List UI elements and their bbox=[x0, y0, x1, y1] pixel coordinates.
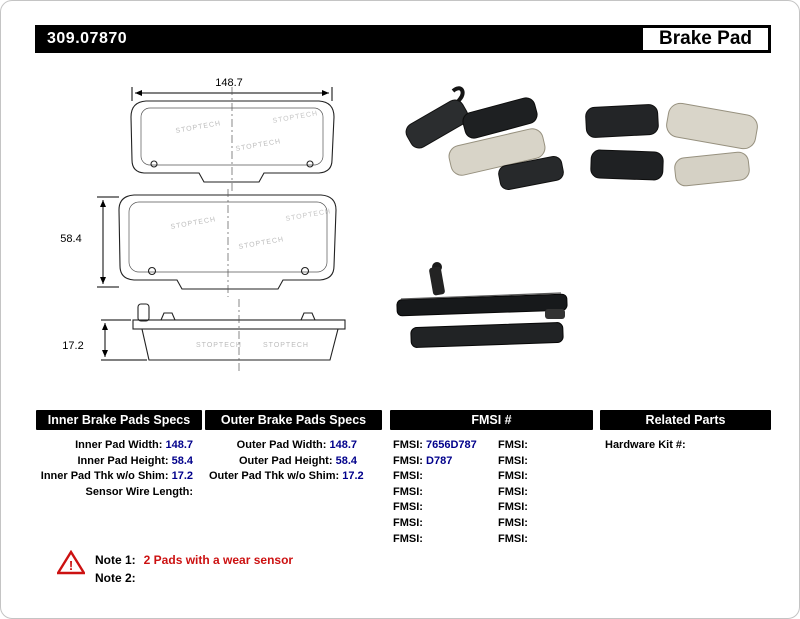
fmsi-label: FMSI: bbox=[393, 532, 423, 545]
brand-watermark: STOPTECH bbox=[235, 138, 282, 153]
fmsi-label: FMSI: bbox=[393, 470, 423, 483]
spec-value: 17.2 bbox=[342, 470, 364, 483]
fmsi-value: D787 bbox=[426, 454, 453, 467]
brand-watermark: STOPTECH bbox=[238, 236, 285, 251]
fmsi-row: FMSI: bbox=[393, 516, 495, 532]
note-2-label: Note 2: bbox=[95, 571, 136, 585]
spec-value: 17.2 bbox=[171, 470, 193, 483]
note-1-text: 2 Pads with a wear sensor bbox=[143, 553, 294, 567]
fmsi-value: 7656D787 bbox=[426, 439, 477, 451]
spec-row: Sensor Wire Length: bbox=[31, 485, 193, 501]
spec-label: Inner Pad Width: bbox=[75, 439, 163, 451]
spec-row: Outer Pad Thk w/o Shim: 17.2 bbox=[209, 469, 364, 485]
fmsi-label: FMSI: bbox=[393, 501, 423, 514]
spec-label: Outer Pad Height: bbox=[239, 454, 333, 467]
header-bar: 309.07870 Brake Pad bbox=[35, 25, 771, 53]
product-name: Brake Pad bbox=[659, 28, 752, 49]
fmsi-row: FMSI: bbox=[393, 500, 495, 516]
spec-label: Inner Pad Thk w/o Shim: bbox=[40, 470, 169, 483]
fmsi-label: FMSI: bbox=[498, 439, 528, 451]
spec-label: Outer Pad Width: bbox=[236, 439, 327, 451]
fmsi-row: FMSI: bbox=[498, 454, 588, 470]
outer-specs-header: Outer Brake Pads Specs bbox=[205, 410, 382, 430]
spec-label: Inner Pad Height: bbox=[77, 454, 169, 467]
wear-sensor-wire bbox=[451, 86, 465, 110]
fmsi-row: FMSI: 7656D787 bbox=[393, 438, 495, 454]
fmsi-label: FMSI: bbox=[393, 485, 423, 498]
spec-value: 148.7 bbox=[165, 439, 193, 451]
thickness-dimension: 17.2 bbox=[62, 319, 147, 361]
spec-value: 148.7 bbox=[329, 439, 357, 451]
spec-row: Inner Pad Width: 148.7 bbox=[31, 438, 193, 454]
pad-drawing-face-view: STOPTECH STOPTECH STOPTECH bbox=[118, 189, 337, 297]
height-dimension: 58.4 bbox=[60, 196, 119, 288]
fmsi-row: FMSI: bbox=[498, 500, 588, 516]
brand-watermark: STOPTECH bbox=[170, 216, 217, 231]
fmsi-row: FMSI: bbox=[393, 485, 495, 501]
fmsi-label: FMSI: bbox=[393, 454, 423, 467]
height-dimension-label: 58.4 bbox=[60, 233, 81, 245]
width-dimension-label: 148.7 bbox=[215, 77, 243, 89]
note-1-label: Note 1: bbox=[95, 553, 136, 567]
brand-watermark: STOPTECH bbox=[196, 342, 242, 349]
technical-drawing-and-photos: 148.7 STOPTECH STOPTECH STOPTECH 58.4 bbox=[60, 77, 758, 371]
fmsi-label: FMSI: bbox=[498, 485, 528, 498]
fmsi-rows-col1: FMSI: 7656D787 FMSI: D787 FMSI: FMSI: FM… bbox=[393, 438, 495, 547]
pad-set-photo bbox=[585, 102, 758, 187]
fmsi-label: FMSI: bbox=[498, 501, 528, 514]
warning-triangle-icon: ! bbox=[57, 550, 85, 575]
related-row: Hardware Kit #: bbox=[605, 438, 765, 454]
fmsi-label: FMSI: bbox=[393, 439, 423, 451]
related-parts-header: Related Parts bbox=[600, 410, 771, 430]
fmsi-row: FMSI: bbox=[498, 485, 588, 501]
fmsi-row: FMSI: bbox=[498, 469, 588, 485]
fmsi-row: FMSI: bbox=[498, 516, 588, 532]
pad-drawing-front-view: STOPTECH STOPTECH STOPTECH bbox=[130, 87, 335, 191]
spec-label: Outer Pad Thk w/o Shim: bbox=[209, 470, 340, 483]
fmsi-rows-col2: FMSI: FMSI: FMSI: FMSI: FMSI: FMSI: FMSI… bbox=[498, 438, 588, 547]
spec-label: Sensor Wire Length: bbox=[85, 485, 193, 498]
product-title-box: Brake Pad bbox=[643, 28, 768, 50]
rear-pads-photo bbox=[396, 262, 568, 348]
spec-row: Inner Pad Height: 58.4 bbox=[31, 454, 193, 470]
brand-watermark: STOPTECH bbox=[285, 208, 332, 223]
brand-watermark: STOPTECH bbox=[175, 120, 222, 135]
spec-row: Inner Pad Thk w/o Shim: 17.2 bbox=[31, 469, 193, 485]
fmsi-row: FMSI: bbox=[393, 469, 495, 485]
pad-drawing-profile-view: STOPTECH STOPTECH bbox=[132, 299, 346, 371]
outer-specs-rows: Outer Pad Width: 148.7 Outer Pad Height:… bbox=[209, 438, 364, 485]
fmsi-label: FMSI: bbox=[498, 454, 528, 467]
front-pads-photo bbox=[405, 86, 564, 191]
note-1: Note 1: 2 Pads with a wear sensor bbox=[95, 553, 293, 567]
brand-watermark: STOPTECH bbox=[263, 342, 309, 349]
related-label: Hardware Kit #: bbox=[605, 439, 686, 451]
note-2: Note 2: bbox=[95, 571, 144, 585]
fmsi-label: FMSI: bbox=[498, 470, 528, 483]
inner-specs-rows: Inner Pad Width: 148.7 Inner Pad Height:… bbox=[31, 438, 193, 500]
fmsi-label: FMSI: bbox=[498, 532, 528, 545]
part-number: 309.07870 bbox=[47, 30, 128, 47]
fmsi-label: FMSI: bbox=[393, 516, 423, 529]
fmsi-row: FMSI: bbox=[498, 438, 588, 454]
brand-watermark: STOPTECH bbox=[272, 110, 319, 125]
related-parts-rows: Hardware Kit #: bbox=[605, 438, 765, 454]
warning-exclamation: ! bbox=[69, 558, 73, 573]
fmsi-label: FMSI: bbox=[498, 516, 528, 529]
spec-value: 58.4 bbox=[171, 454, 193, 467]
fmsi-row: FMSI: bbox=[498, 532, 588, 548]
fmsi-row: FMSI: bbox=[393, 532, 495, 548]
inner-specs-header: Inner Brake Pads Specs bbox=[36, 410, 202, 430]
fmsi-header: FMSI # bbox=[390, 410, 593, 430]
thickness-dimension-label: 17.2 bbox=[62, 340, 83, 352]
spec-row: Outer Pad Width: 148.7 bbox=[209, 438, 357, 454]
spec-value: 58.4 bbox=[335, 454, 357, 467]
spec-row: Outer Pad Height: 58.4 bbox=[209, 454, 357, 470]
fmsi-row: FMSI: D787 bbox=[393, 454, 495, 470]
